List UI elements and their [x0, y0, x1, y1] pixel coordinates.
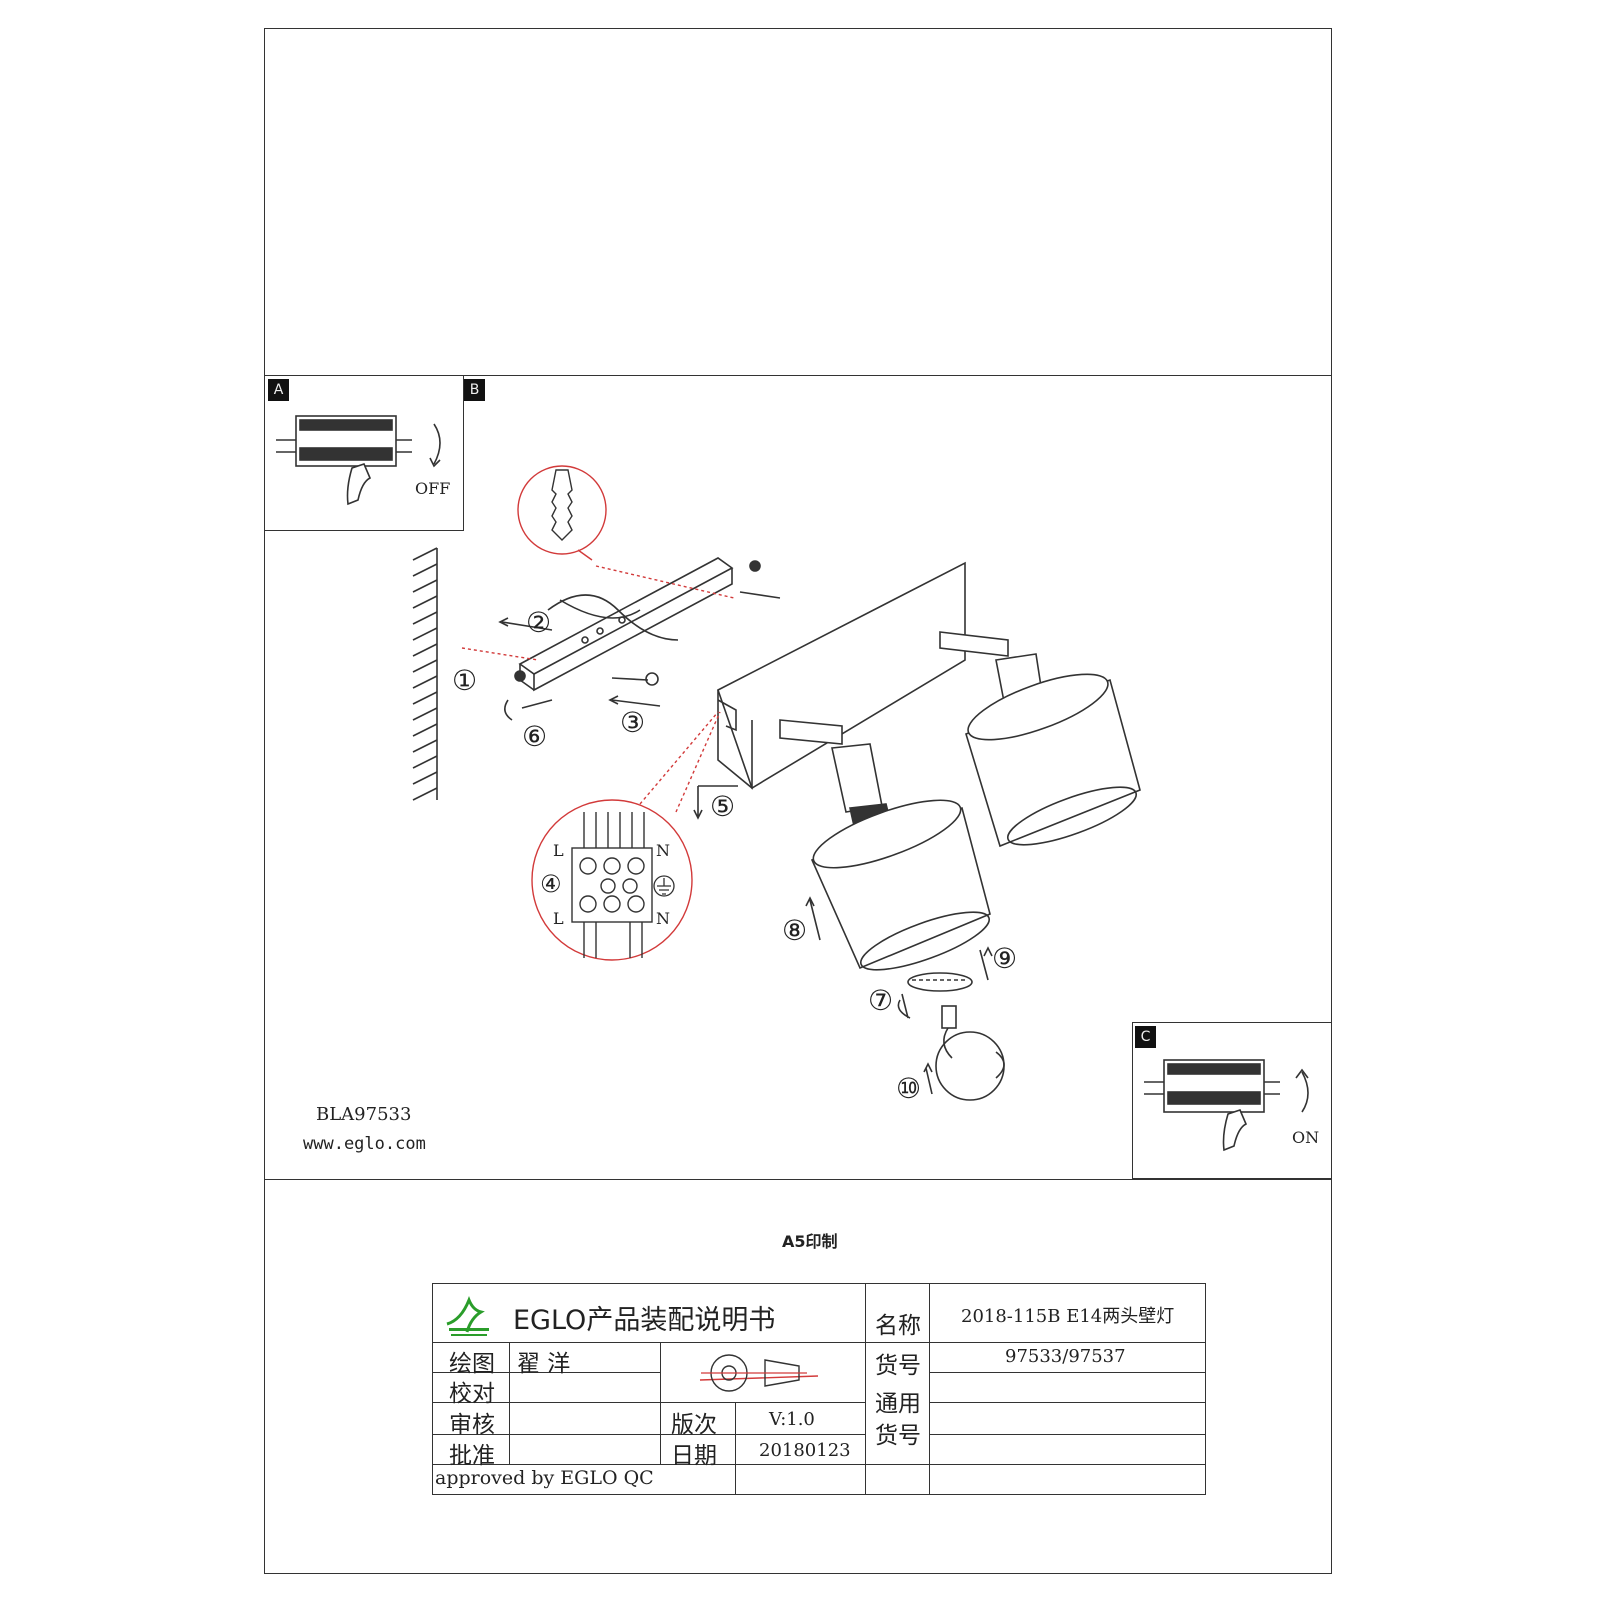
approval-note: approved by EGLO QC — [435, 1467, 654, 1489]
step-box-a — [264, 375, 464, 531]
step-marker-2: ② — [526, 606, 551, 639]
section-divider-top — [264, 375, 1332, 376]
row-line — [929, 1402, 1205, 1403]
col-line — [735, 1402, 736, 1494]
step-marker-5: ⑤ — [710, 790, 735, 823]
title-block: EGLO产品装配说明书 绘图 翟 洋 校对 审核 批准 版次 V:1.0 日期 … — [432, 1283, 1206, 1495]
document-title: EGLO产品装配说明书 — [513, 1305, 776, 1336]
screw-icons — [514, 560, 781, 686]
universal-item-label-1: 通用 — [875, 1391, 921, 1417]
row-line — [865, 1342, 1205, 1343]
step-marker-9: ⑨ — [992, 942, 1017, 975]
spotlight-head-1 — [779, 719, 991, 971]
website-url: www.eglo.com — [303, 1134, 426, 1154]
terminal-label-n-bottom: N — [656, 909, 670, 928]
step-marker-4: ④ — [540, 870, 562, 898]
switch-on-label: ON — [1292, 1128, 1320, 1147]
drawn-by-value: 翟 洋 — [517, 1351, 571, 1377]
step-arrows — [498, 617, 1005, 1095]
switch-off-label: OFF — [415, 479, 451, 498]
row-line — [929, 1372, 1205, 1373]
breaker-panel-off-icon — [276, 415, 441, 506]
reviewed-label: 审核 — [449, 1412, 495, 1438]
spotlight-head-2 — [939, 631, 1141, 848]
section-tag-a: A — [268, 379, 289, 401]
version-label: 版次 — [671, 1412, 717, 1438]
checked-label: 校对 — [449, 1381, 495, 1407]
ground-icon — [653, 875, 675, 897]
drawn-by-label: 绘图 — [449, 1351, 495, 1377]
product-name-value: 2018-115B E14两头壁灯 — [961, 1306, 1175, 1327]
item-number-label: 货号 — [875, 1353, 921, 1379]
print-note: A5印制 — [782, 1232, 838, 1251]
step-marker-1: ① — [452, 664, 477, 697]
row-line — [433, 1434, 865, 1435]
document-frame — [264, 28, 1332, 1574]
wall-plug-icon — [551, 469, 573, 541]
product-name-label: 名称 — [875, 1313, 921, 1339]
universal-item-label-2: 货号 — [875, 1423, 921, 1449]
step-marker-6: ⑥ — [522, 720, 547, 753]
step-marker-8: ⑧ — [782, 914, 807, 947]
retaining-ring — [907, 972, 973, 992]
col-line — [929, 1284, 930, 1494]
terminal-label-n-top: N — [656, 841, 670, 860]
item-number-value: 97533/97537 — [1005, 1346, 1126, 1367]
row-line — [929, 1434, 1205, 1435]
row-line — [433, 1402, 865, 1403]
company-logo-icon — [446, 1295, 489, 1336]
date-label: 日期 — [671, 1443, 717, 1469]
step-marker-3: ③ — [620, 706, 645, 739]
terminal-label-l-bottom: L — [553, 909, 564, 928]
section-tag-b: B — [464, 379, 485, 401]
callout-lines — [461, 465, 819, 1381]
terminal-label-l-top: L — [553, 841, 564, 860]
date-value: 20180123 — [759, 1440, 851, 1461]
breaker-panel-on-icon — [1144, 1059, 1309, 1152]
version-value: V:1.0 — [769, 1409, 815, 1430]
row-line — [433, 1372, 660, 1373]
wall-hatch — [412, 547, 438, 801]
terminal-block-icon — [571, 812, 653, 958]
col-line — [509, 1342, 510, 1464]
step-marker-7: ⑦ — [868, 984, 893, 1017]
light-bulb-icon — [935, 1005, 1005, 1101]
col-line — [660, 1342, 661, 1464]
model-code: BLA97533 — [316, 1104, 412, 1125]
section-tag-c: C — [1135, 1026, 1156, 1048]
approved-label: 批准 — [449, 1443, 495, 1469]
mounting-bracket — [518, 557, 734, 692]
col-line — [865, 1284, 866, 1494]
projection-symbol-icon — [701, 1354, 807, 1392]
section-divider-bottom — [264, 1179, 1332, 1180]
step-marker-10: ⑩ — [896, 1072, 921, 1105]
row-line — [433, 1464, 1205, 1465]
row-line — [433, 1342, 865, 1343]
step-box-c — [1132, 1022, 1332, 1179]
